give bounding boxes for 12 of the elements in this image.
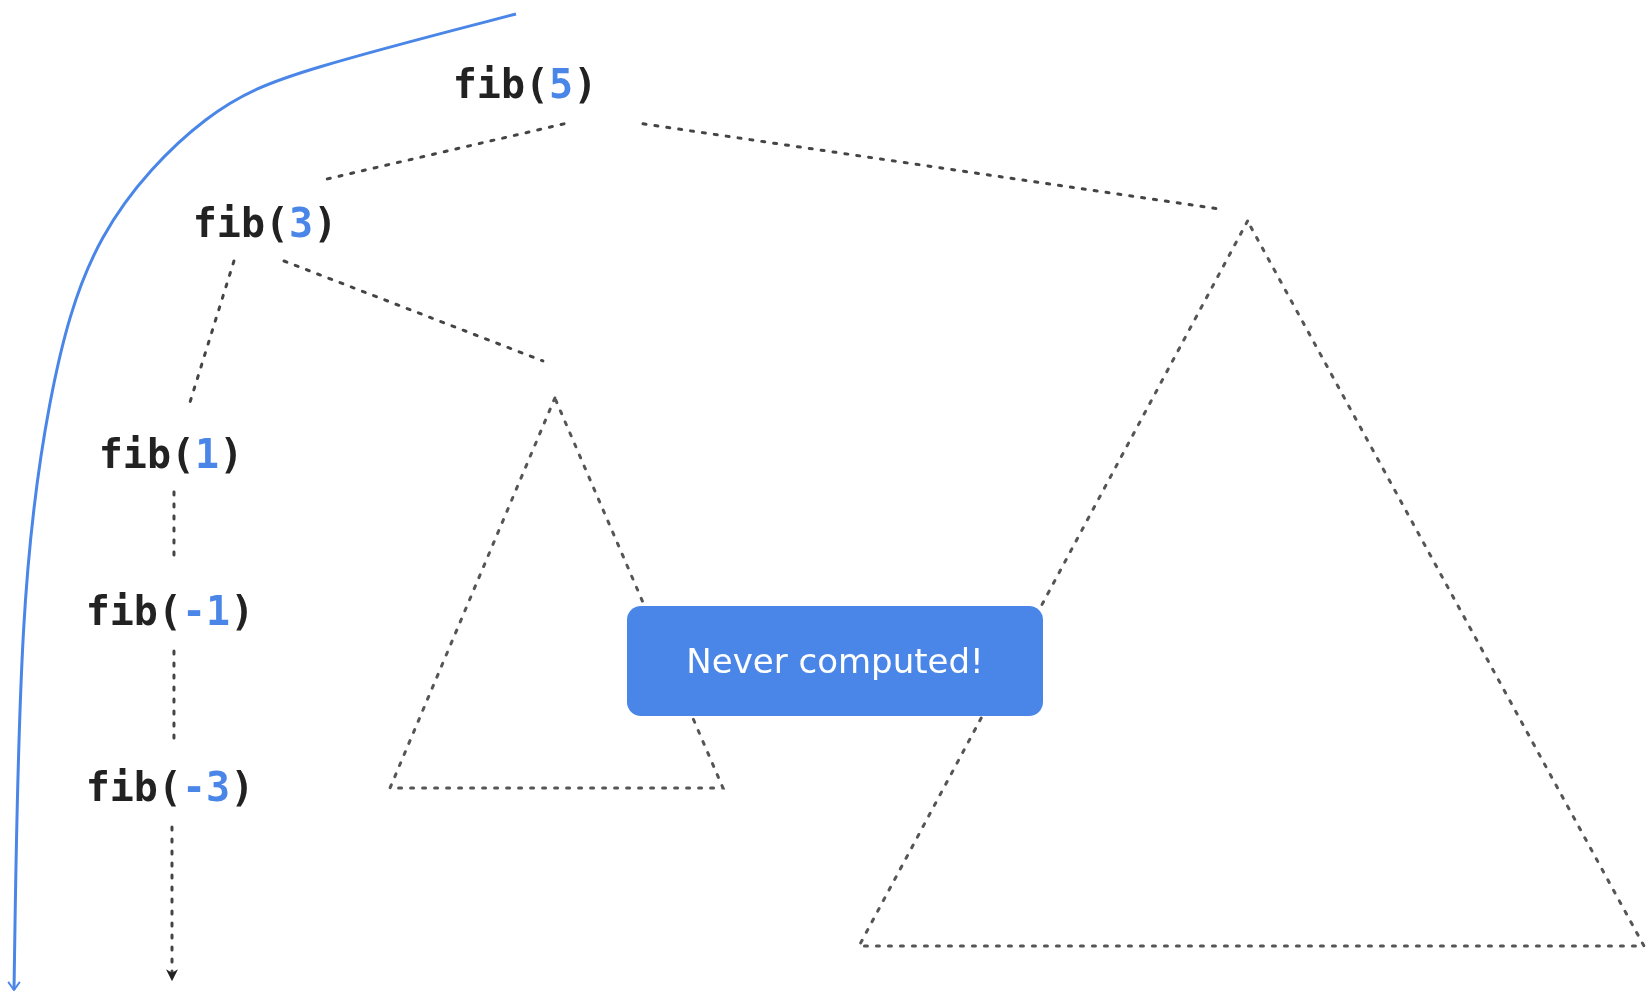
connector-line — [282, 259, 545, 363]
connector-line — [172, 649, 176, 740]
function-call-label: fib(1) — [96, 430, 246, 478]
callout-box: Never computed! — [627, 606, 1043, 716]
function-call-label: fib(3) — [190, 199, 340, 247]
connector-line — [188, 259, 236, 404]
function-call-label: fib(-1) — [80, 587, 260, 635]
function-call-label: fib(5) — [450, 60, 600, 108]
connector-line — [325, 122, 566, 181]
function-call-label: fib(-3) — [80, 763, 260, 811]
connector-line — [641, 122, 1219, 211]
arrow — [166, 825, 178, 982]
